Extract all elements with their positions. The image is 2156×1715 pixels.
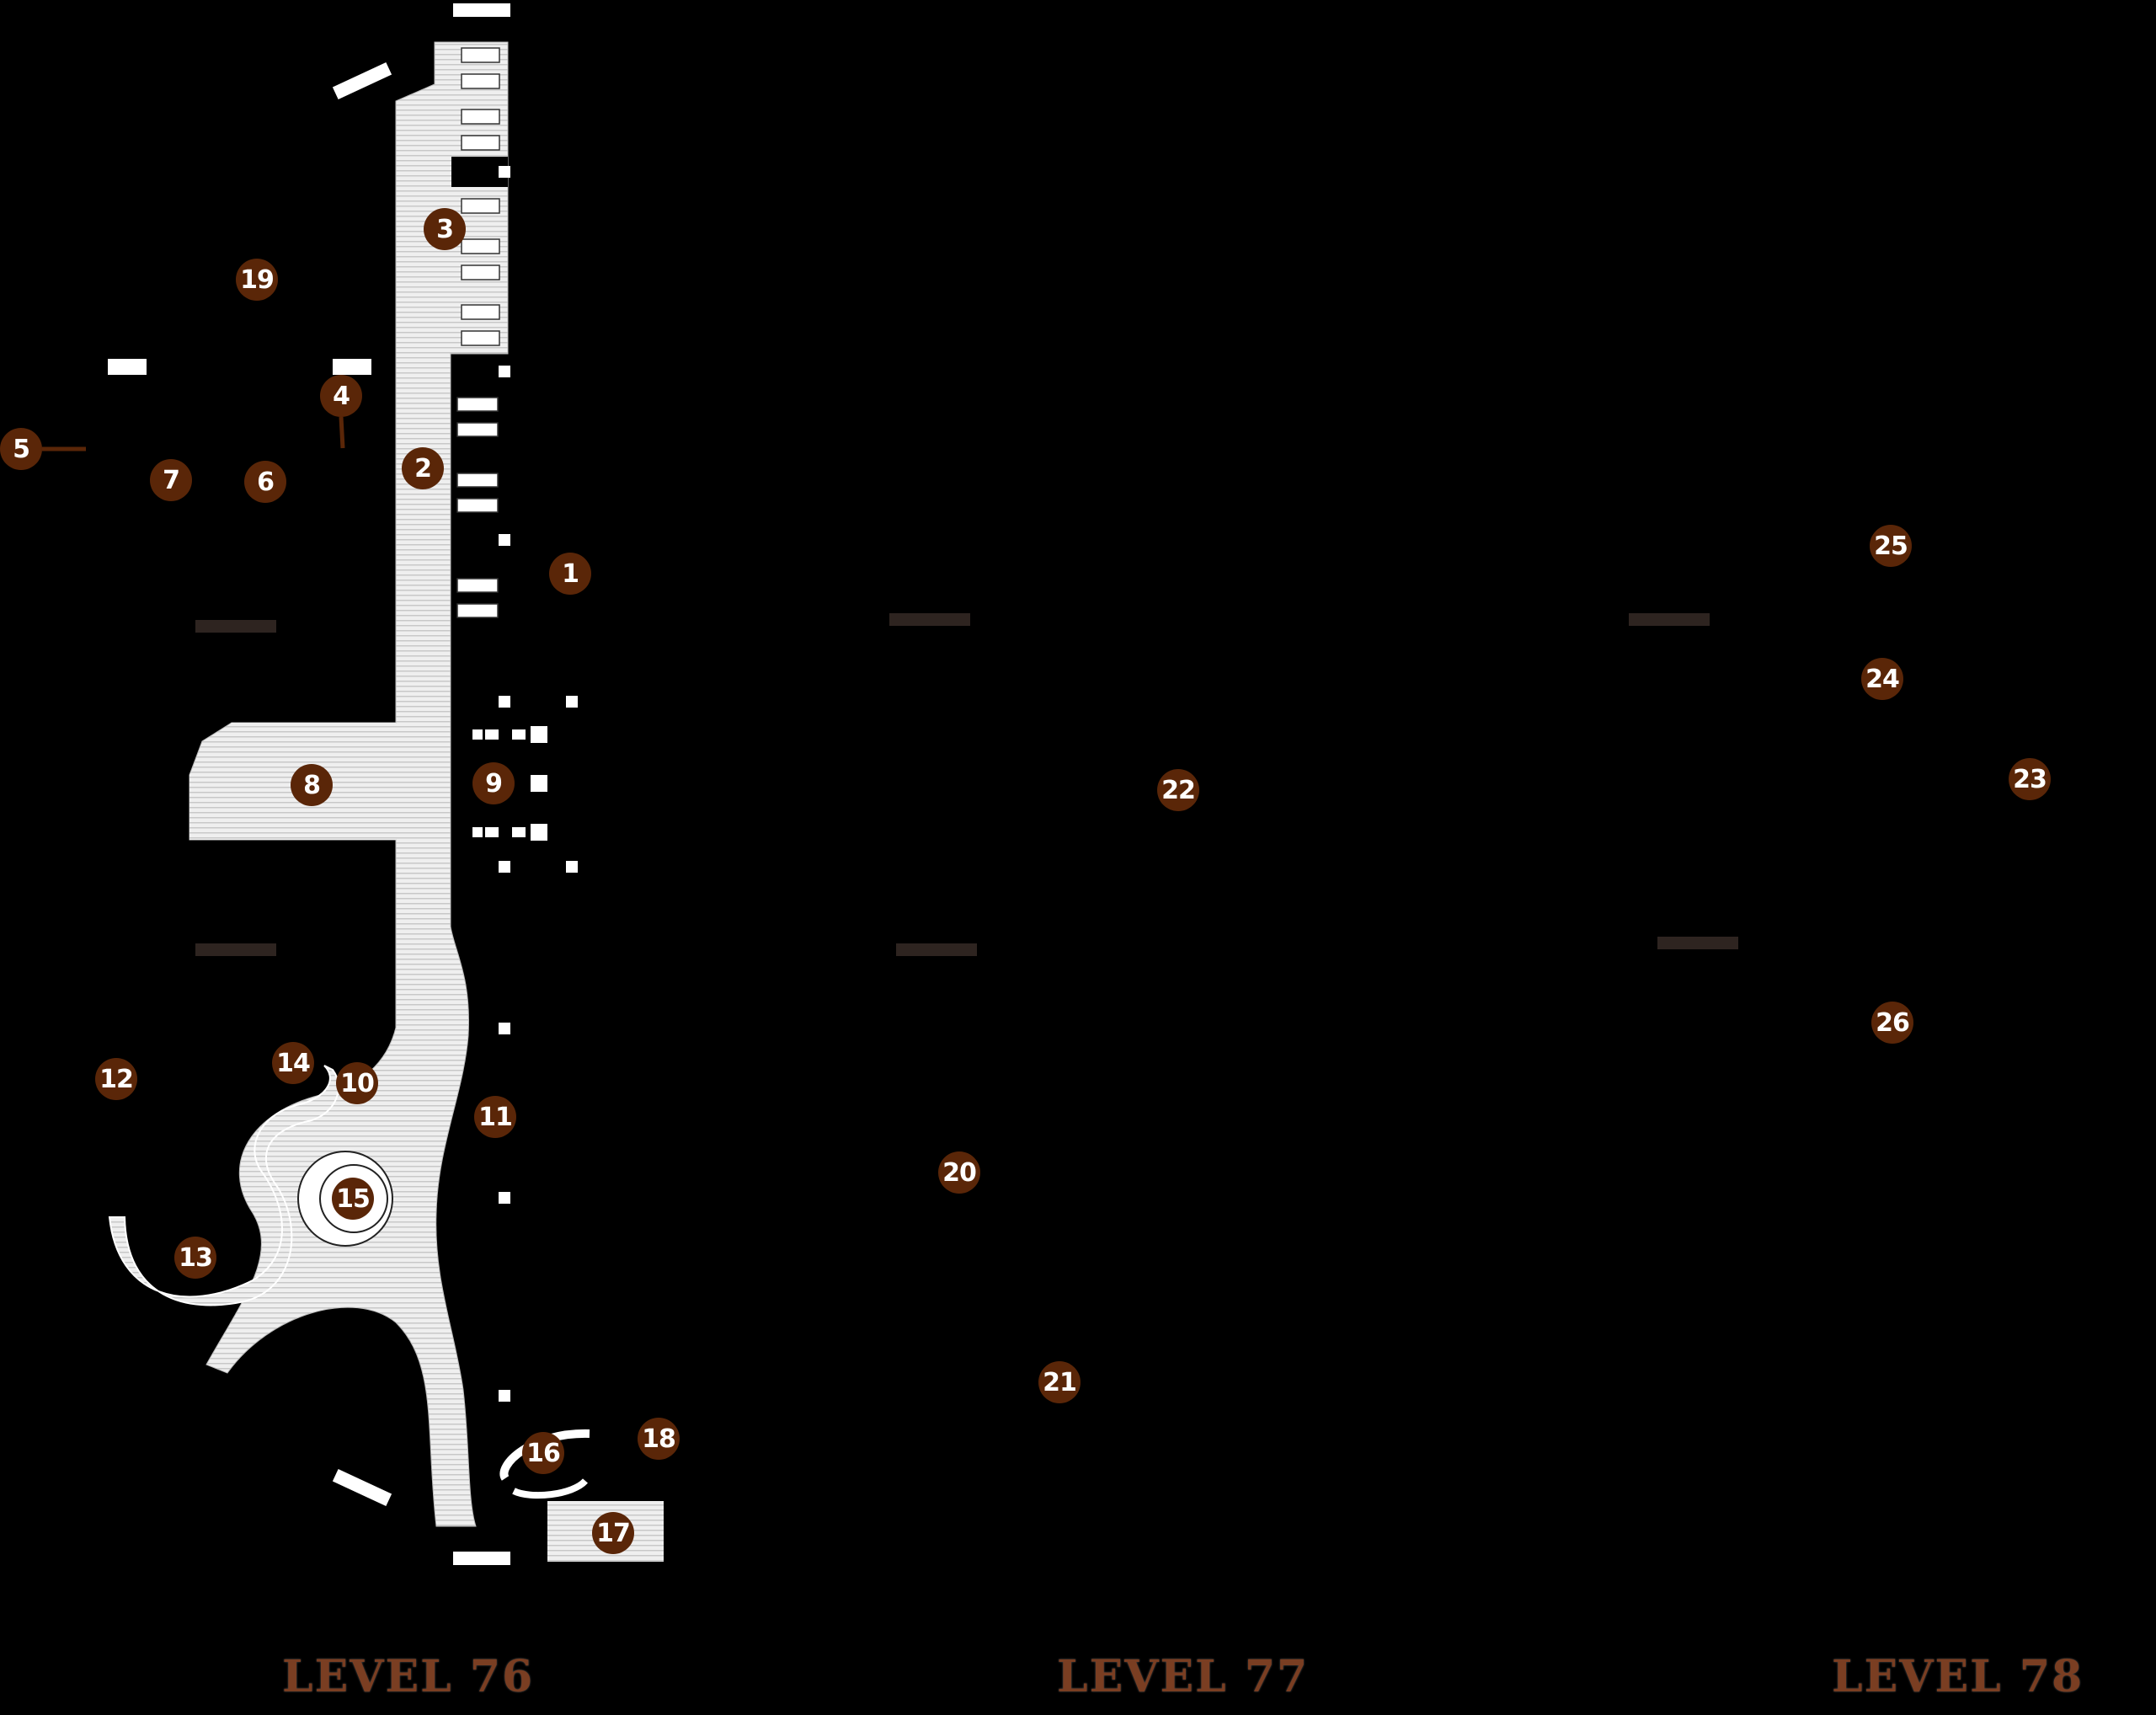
map-marker-22[interactable]: 22 — [1157, 769, 1199, 811]
spiral-ramp — [108, 1065, 339, 1306]
ghost-bar — [195, 943, 276, 956]
doors — [108, 3, 510, 1565]
ghost-bar — [195, 620, 276, 633]
map-marker-17[interactable]: 17 — [592, 1512, 634, 1554]
map-marker-20[interactable]: 20 — [938, 1151, 980, 1194]
map-marker-7[interactable]: 7 — [150, 459, 192, 501]
map-marker-6[interactable]: 6 — [244, 461, 286, 503]
map-marker-10[interactable]: 10 — [336, 1062, 378, 1104]
map-marker-21[interactable]: 21 — [1038, 1361, 1081, 1403]
map-marker-26[interactable]: 26 — [1871, 1002, 1913, 1044]
ghost-bar — [1629, 613, 1710, 626]
map-marker-23[interactable]: 23 — [2009, 758, 2051, 800]
level-76-floor — [42, 3, 664, 1565]
map-marker-15[interactable]: 15 — [332, 1178, 374, 1220]
desks — [456, 47, 500, 618]
ghost-bar — [896, 943, 977, 956]
map-marker-8[interactable]: 8 — [291, 764, 333, 806]
columns — [472, 166, 578, 1402]
map-marker-18[interactable]: 18 — [638, 1418, 680, 1460]
map-marker-16[interactable]: 16 — [522, 1432, 564, 1474]
map-marker-2[interactable]: 2 — [402, 447, 444, 489]
level-label-76[interactable]: LEVEL 76 — [282, 1651, 535, 1702]
map-marker-11[interactable]: 11 — [474, 1096, 516, 1138]
map-marker-14[interactable]: 14 — [272, 1042, 314, 1084]
curved-bench-16-bottom — [512, 1478, 588, 1499]
map-marker-12[interactable]: 12 — [95, 1058, 137, 1100]
map-marker-4[interactable]: 4 — [320, 375, 362, 417]
level-label-78[interactable]: LEVEL 78 — [1832, 1651, 2084, 1702]
ghost-bar — [889, 613, 970, 626]
map-marker-1[interactable]: 1 — [549, 553, 591, 595]
map-marker-9[interactable]: 9 — [472, 762, 515, 804]
dark-niche — [451, 157, 508, 187]
map-marker-19[interactable]: 19 — [236, 259, 278, 301]
ghost-bar — [1657, 937, 1738, 949]
map-marker-25[interactable]: 25 — [1870, 525, 1912, 567]
map-marker-5[interactable]: 5 — [0, 428, 42, 470]
level-label-77[interactable]: LEVEL 77 — [1057, 1651, 1310, 1702]
map-marker-3[interactable]: 3 — [424, 208, 466, 250]
map-marker-24[interactable]: 24 — [1861, 658, 1903, 700]
pointer-4 — [339, 416, 345, 449]
map-marker-13[interactable]: 13 — [174, 1237, 216, 1279]
